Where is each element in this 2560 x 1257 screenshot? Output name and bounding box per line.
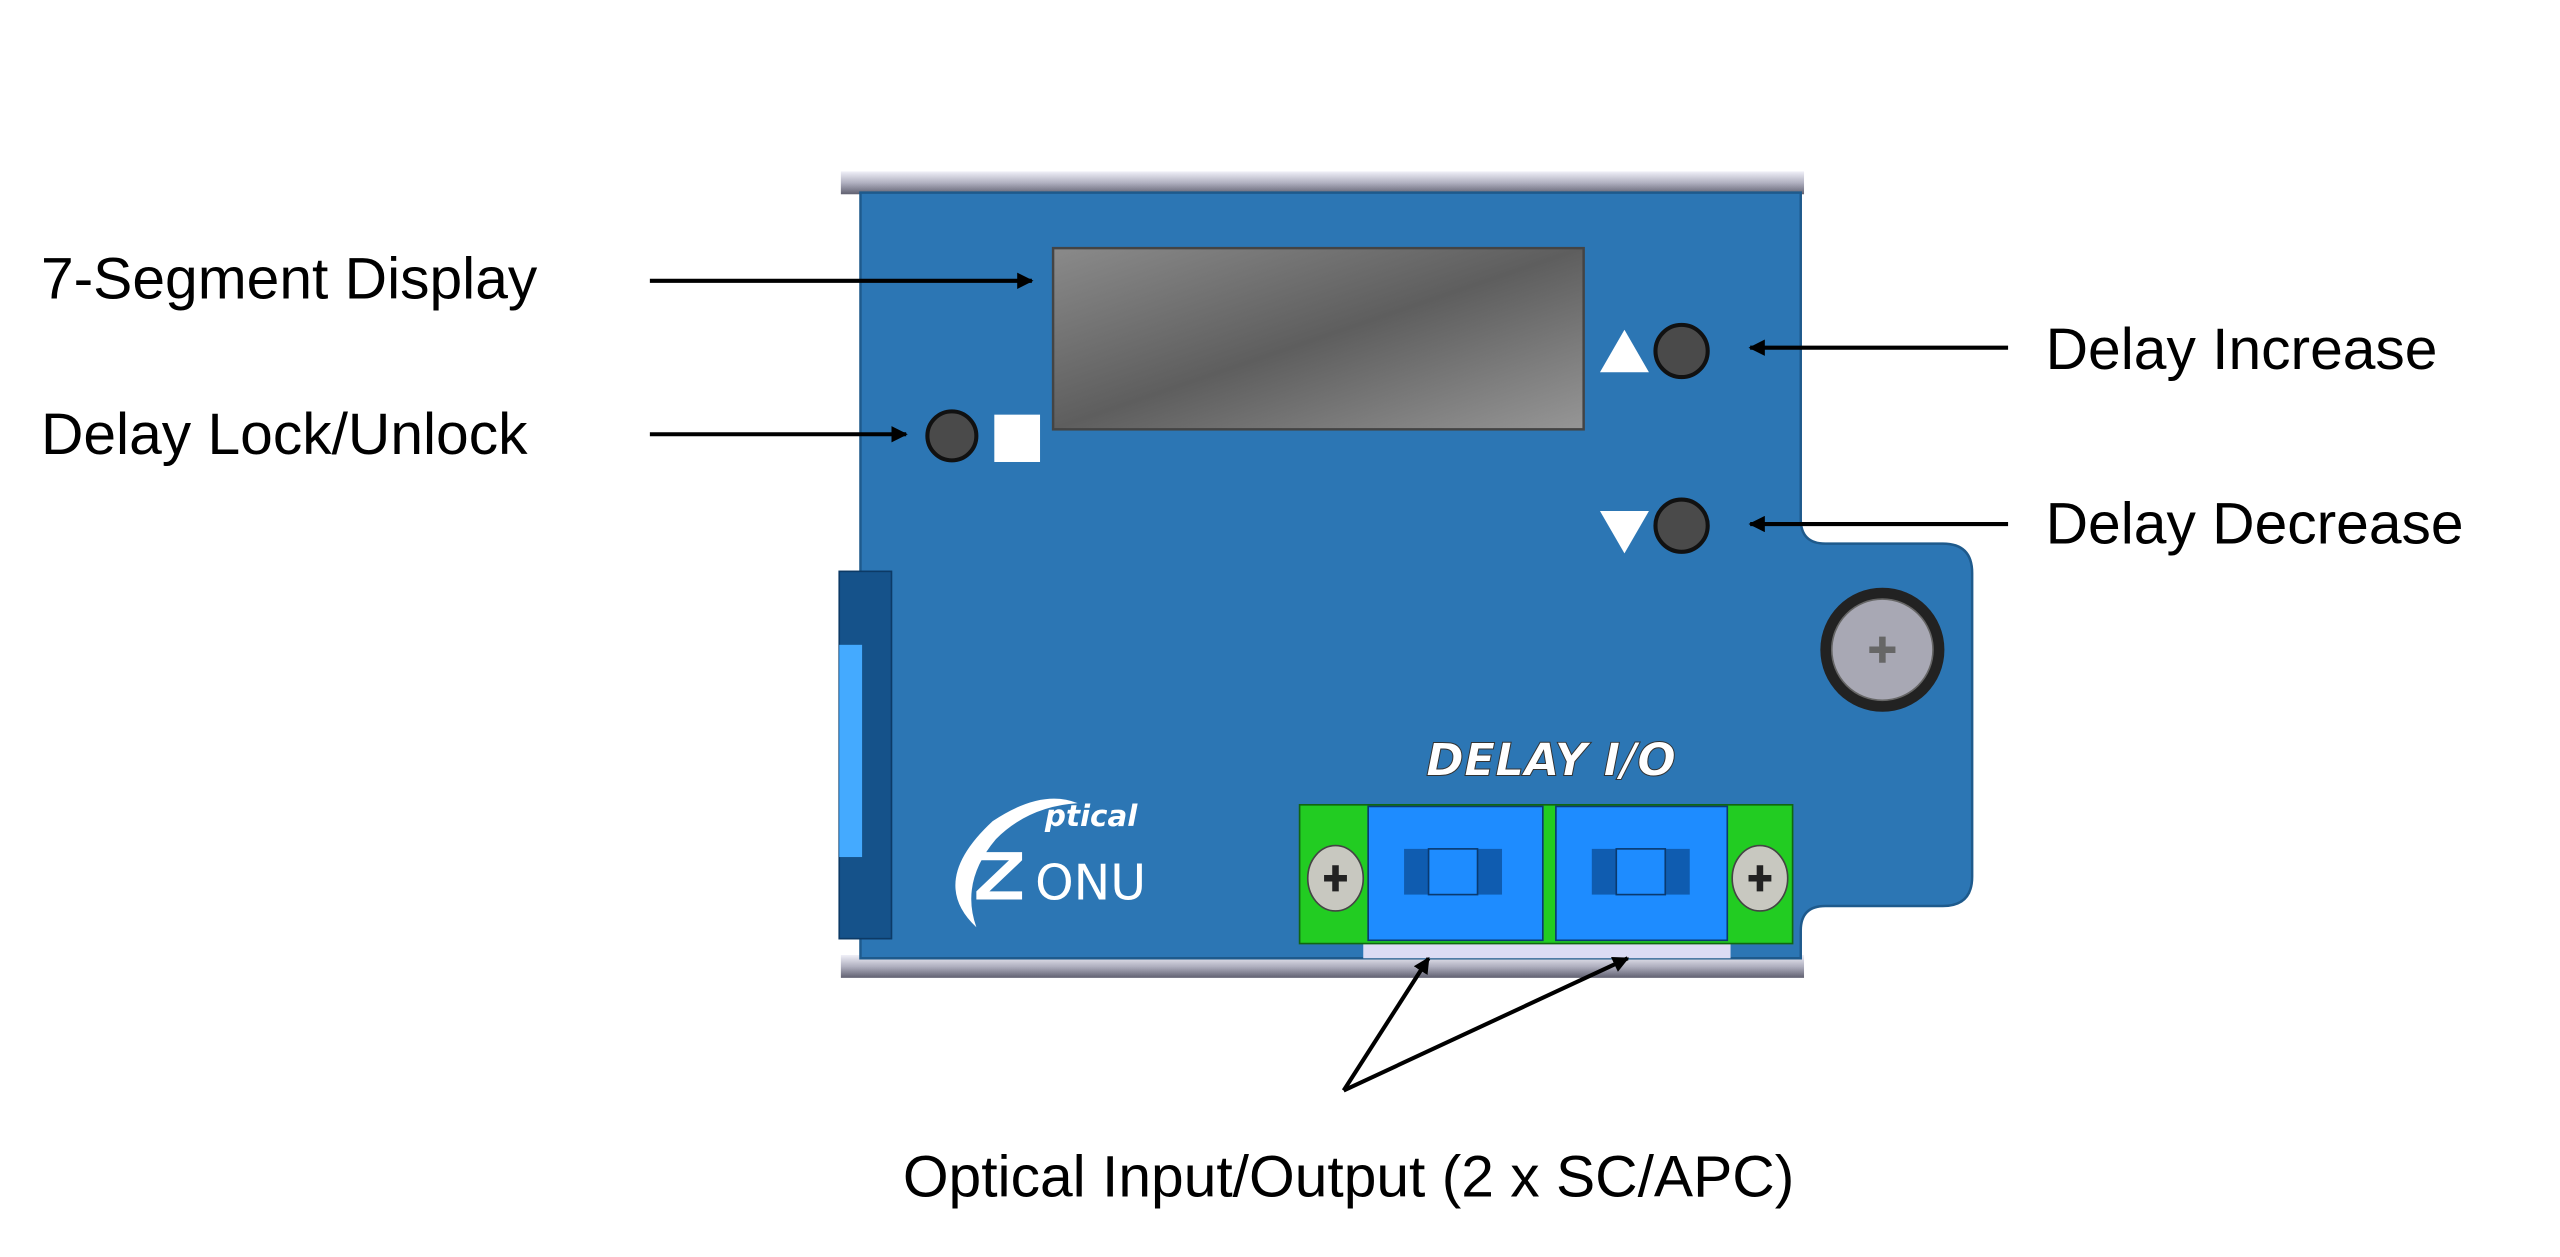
logo-bottom-text: ONU <box>1035 854 1146 911</box>
sc-apc-port-2[interactable] <box>1555 805 1729 942</box>
sc-apc-port-1[interactable] <box>1367 805 1544 942</box>
seven-segment-display <box>1051 246 1585 431</box>
screw-cross-icon <box>1869 636 1896 663</box>
logo-swoosh <box>955 798 1078 928</box>
logo-z-mark <box>976 852 1023 900</box>
arrow-port-2 <box>1342 956 1630 1093</box>
logo-top-text: ptical <box>1044 799 1138 833</box>
label-delay-increase: Delay Increase <box>2046 317 2438 382</box>
bottom-rail <box>840 954 1805 978</box>
triangle-up-icon <box>1599 329 1649 373</box>
triangle-down-icon <box>1599 510 1649 554</box>
arrow-port-1 <box>1341 956 1431 1092</box>
screw-left-icon <box>1306 844 1365 912</box>
delay-decrease-button[interactable] <box>1653 497 1710 554</box>
lock-square-icon <box>994 414 1041 462</box>
label-delay-lock: Delay Lock/Unlock <box>41 402 528 467</box>
handle-highlight <box>839 644 863 858</box>
label-optical-io: Optical Input/Output (2 x SC/APC) <box>903 1145 1794 1210</box>
label-delay-decrease: Delay Decrease <box>2046 492 2464 557</box>
top-rail <box>840 171 1805 195</box>
lock-button[interactable] <box>925 409 979 463</box>
connector-block <box>1298 803 1794 959</box>
optical-zonu-logo: ptical ONU <box>955 798 1146 928</box>
thumb-screw <box>1820 587 1945 712</box>
screw-right-icon <box>1731 844 1789 912</box>
delay-increase-button[interactable] <box>1653 322 1710 380</box>
port-label: DELAY I/O <box>1426 733 1676 786</box>
label-7-segment-display: 7-Segment Display <box>41 247 538 312</box>
